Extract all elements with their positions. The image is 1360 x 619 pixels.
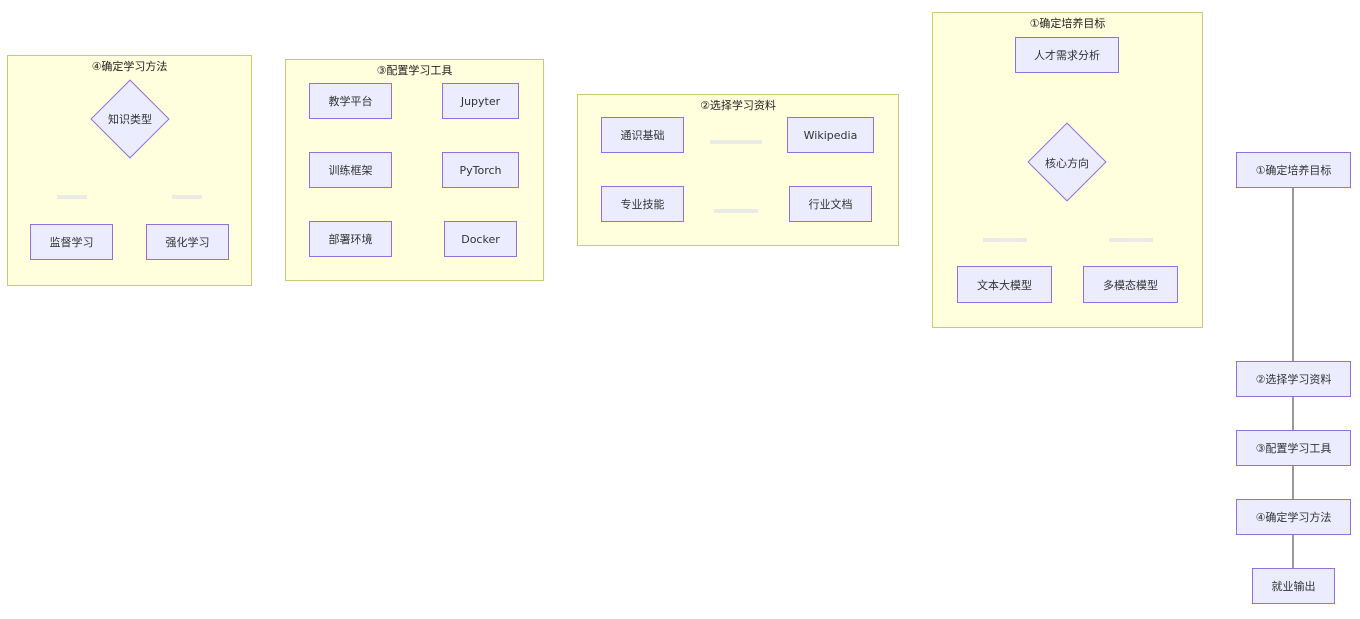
node-professional-skills: 专业技能	[601, 186, 684, 222]
node-industry-docs: 行业文档	[789, 186, 872, 222]
cluster-title: ③配置学习工具	[376, 64, 453, 77]
edge-label	[710, 140, 762, 144]
flow-node-employment: 就业输出	[1252, 568, 1335, 604]
edge-label	[172, 195, 202, 199]
node-jupyter: Jupyter	[442, 83, 519, 119]
node-general-basics: 通识基础	[601, 117, 684, 153]
flow-node-method: ④确定学习方法	[1236, 499, 1351, 535]
node-reinforcement: 强化学习	[146, 224, 229, 260]
node-supervised: 监督学习	[30, 224, 113, 260]
node-training-framework: 训练框架	[309, 152, 392, 188]
node-multimodal: 多模态模型	[1083, 266, 1178, 303]
decision-label: 核心方向	[1045, 157, 1089, 170]
node-text-llm: 文本大模型	[957, 266, 1052, 303]
cluster-title: ②选择学习资料	[700, 99, 776, 112]
node-docker: Docker	[444, 221, 517, 257]
edge-label	[57, 195, 87, 199]
cluster-title: ④确定学习方法	[91, 60, 168, 73]
node-talent-demand: 人才需求分析	[1015, 37, 1119, 73]
cluster-title: ①确定培养目标	[1029, 17, 1106, 30]
flow-node-materials: ②选择学习资料	[1236, 361, 1351, 397]
decision-label: 知识类型	[108, 113, 152, 126]
node-deploy-env: 部署环境	[309, 221, 392, 257]
flow-node-goal: ①确定培养目标	[1236, 152, 1351, 188]
node-wikipedia: Wikipedia	[787, 117, 874, 153]
node-teaching-platform: 教学平台	[309, 83, 392, 119]
edge-label	[1109, 238, 1153, 242]
flow-node-tools: ③配置学习工具	[1236, 430, 1351, 466]
edge-label	[983, 238, 1027, 242]
node-pytorch: PyTorch	[442, 152, 519, 188]
edge-label	[714, 209, 758, 213]
